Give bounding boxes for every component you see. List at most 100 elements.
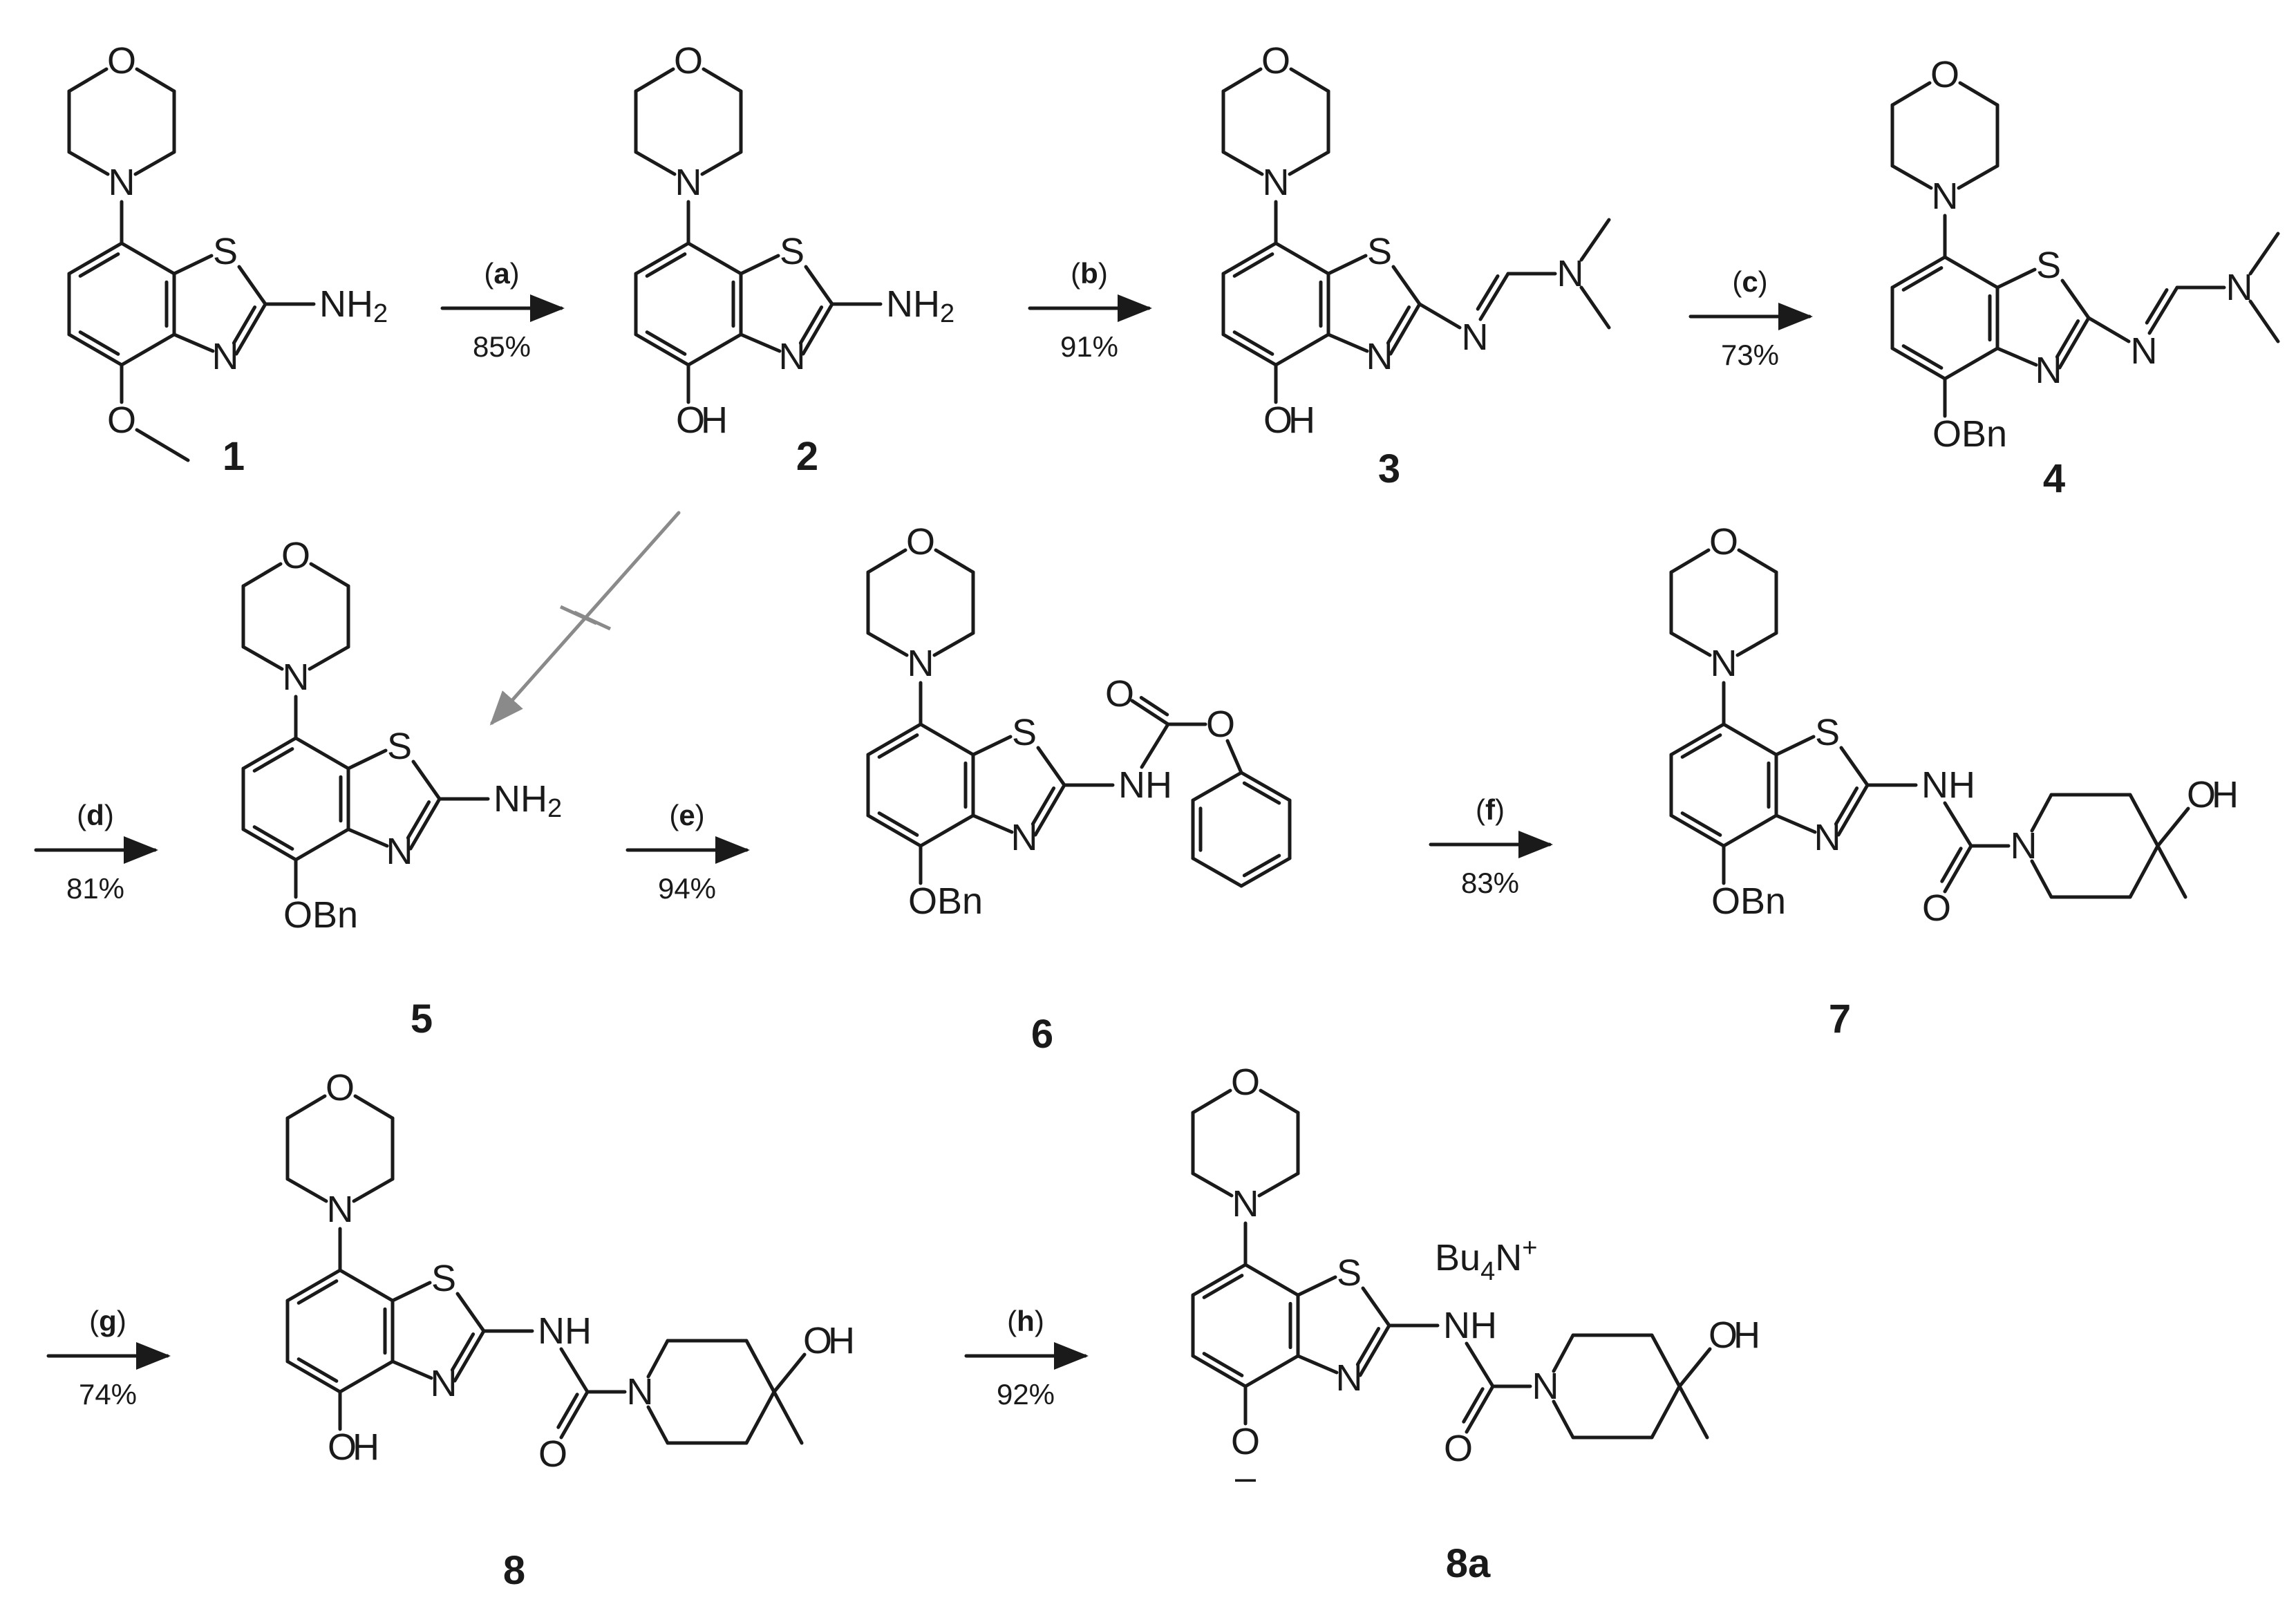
bond-s-c2 bbox=[411, 760, 442, 801]
nh-text: NH bbox=[886, 283, 940, 325]
piperidine-bond bbox=[744, 1390, 776, 1445]
phenolate-oxygen: O bbox=[1231, 1421, 1260, 1462]
bond-c2-n3 bbox=[1033, 783, 1066, 837]
sulfur-atom: S bbox=[2036, 245, 2061, 286]
bond-c2-n3-inner bbox=[1834, 786, 1859, 826]
bond-n3-c3a bbox=[346, 827, 389, 848]
bond-c-o-urea-inner bbox=[1462, 1387, 1485, 1424]
reagent-key: f bbox=[1485, 793, 1496, 826]
reagent-key: g bbox=[99, 1305, 117, 1337]
bond bbox=[241, 736, 298, 771]
paren-open: ( bbox=[1071, 257, 1080, 290]
bond bbox=[338, 1359, 395, 1394]
bond bbox=[1274, 332, 1330, 367]
bond bbox=[1221, 67, 1263, 93]
double-bond-inner bbox=[1680, 733, 1722, 759]
bond-c-o-double bbox=[1130, 699, 1170, 726]
bond-c2-n3 bbox=[2058, 316, 2091, 370]
bond-c-methyl bbox=[772, 1390, 804, 1445]
bond-c-o-urea bbox=[1943, 844, 1973, 894]
bond bbox=[1669, 548, 1711, 574]
double-bond-inner bbox=[252, 747, 294, 773]
reaction-step-a: (a)85% bbox=[440, 257, 565, 363]
yield-label: 74% bbox=[79, 1378, 137, 1411]
bond bbox=[1191, 1171, 1234, 1198]
compound-number: 8 bbox=[503, 1548, 525, 1593]
piperidine-bond bbox=[2128, 844, 2160, 899]
bond-c2-n3-inner bbox=[2055, 319, 2080, 359]
paren-close: ) bbox=[510, 257, 520, 290]
piperidine-bond bbox=[1650, 1384, 1682, 1440]
bond-c2-n3-inner bbox=[1355, 1327, 1381, 1366]
bond-nh-c bbox=[1140, 722, 1170, 769]
sulfur-atom: S bbox=[431, 1258, 456, 1299]
bond bbox=[866, 722, 923, 757]
bond-c2-n3 bbox=[1358, 1323, 1391, 1377]
piperidine-hydroxyl-oxygen: O bbox=[2187, 774, 2216, 815]
phenyl-bond bbox=[1239, 771, 1292, 802]
urea-oxygen: O bbox=[538, 1433, 567, 1475]
bond-c-methyl bbox=[1677, 1384, 1709, 1440]
compound-number: 2 bbox=[796, 434, 818, 479]
morpholine-nitrogen: N bbox=[1932, 176, 1959, 217]
hydroxyl-hydrogen: H bbox=[352, 1426, 379, 1468]
paren-close: ) bbox=[1758, 265, 1768, 298]
bond bbox=[67, 332, 124, 367]
bond-c2-n3-inner bbox=[1031, 786, 1056, 826]
bond-o-phenyl bbox=[1225, 739, 1243, 775]
bond bbox=[1257, 1171, 1300, 1198]
piperidine-bond bbox=[2128, 793, 2160, 848]
no-reaction-mark-2 bbox=[573, 610, 612, 631]
paren-close: ) bbox=[1495, 793, 1505, 826]
bond bbox=[241, 827, 298, 862]
bond-c2-n3 bbox=[234, 302, 267, 356]
bond-c2-n3-inner bbox=[232, 305, 257, 345]
bond bbox=[1890, 164, 1933, 190]
bond-c-oh bbox=[2156, 806, 2190, 848]
morpholine-nitrogen: N bbox=[283, 657, 310, 698]
bond-c-o-double-inner bbox=[1139, 696, 1169, 717]
morpholine-oxygen: O bbox=[1709, 521, 1738, 563]
imine-nitrogen: N bbox=[2131, 330, 2158, 372]
counterion-label: Bu4N+ bbox=[1435, 1234, 1537, 1286]
benzyloxy-label: OBn bbox=[283, 894, 358, 936]
bond-c2-n3 bbox=[801, 302, 834, 356]
amine-nh2-label: NH2 bbox=[886, 283, 954, 328]
failed-route-arrow bbox=[489, 511, 681, 726]
thiazole-nitrogen: N bbox=[1366, 336, 1393, 377]
reagent-key: b bbox=[1080, 257, 1098, 290]
bond-c2-n3 bbox=[1836, 783, 1870, 837]
piperidine-bond bbox=[1552, 1399, 1575, 1440]
bond bbox=[135, 67, 176, 93]
paren-open: ( bbox=[1732, 265, 1742, 298]
bond bbox=[1289, 67, 1330, 93]
bond-c7a-s bbox=[1995, 267, 2037, 290]
counterion-subscript: 4 bbox=[1480, 1257, 1495, 1286]
paren-open: ( bbox=[669, 799, 679, 831]
bond bbox=[634, 241, 690, 276]
morpholine-nitrogen: N bbox=[1711, 643, 1738, 684]
reagent-label: (a) bbox=[484, 257, 519, 290]
compound-number: 6 bbox=[1031, 1012, 1053, 1057]
bond bbox=[702, 67, 743, 93]
bond bbox=[352, 1177, 395, 1203]
reagent-label: (e) bbox=[669, 799, 704, 831]
bond-c-o-urea bbox=[559, 1390, 590, 1440]
counterion-bu: Bu bbox=[1435, 1237, 1480, 1279]
morpholine-oxygen: O bbox=[107, 40, 136, 82]
morpholine-nitrogen: N bbox=[907, 643, 934, 684]
bond bbox=[1191, 1263, 1248, 1297]
bond-o-methyl bbox=[135, 428, 190, 462]
piperidine-hydroxyl-hydrogen: H bbox=[2212, 774, 2239, 815]
bond bbox=[1957, 164, 1999, 190]
double-bond-inner bbox=[645, 252, 687, 278]
reagent-label: (g) bbox=[89, 1305, 126, 1337]
ester-oxygen: O bbox=[1206, 704, 1235, 745]
piperidine-hydroxyl-oxygen: O bbox=[803, 1320, 832, 1361]
bond bbox=[241, 645, 284, 671]
phenyl-bond bbox=[1191, 771, 1243, 802]
negative-charge: – bbox=[1235, 1457, 1256, 1498]
reagent-label: (d) bbox=[77, 799, 114, 831]
